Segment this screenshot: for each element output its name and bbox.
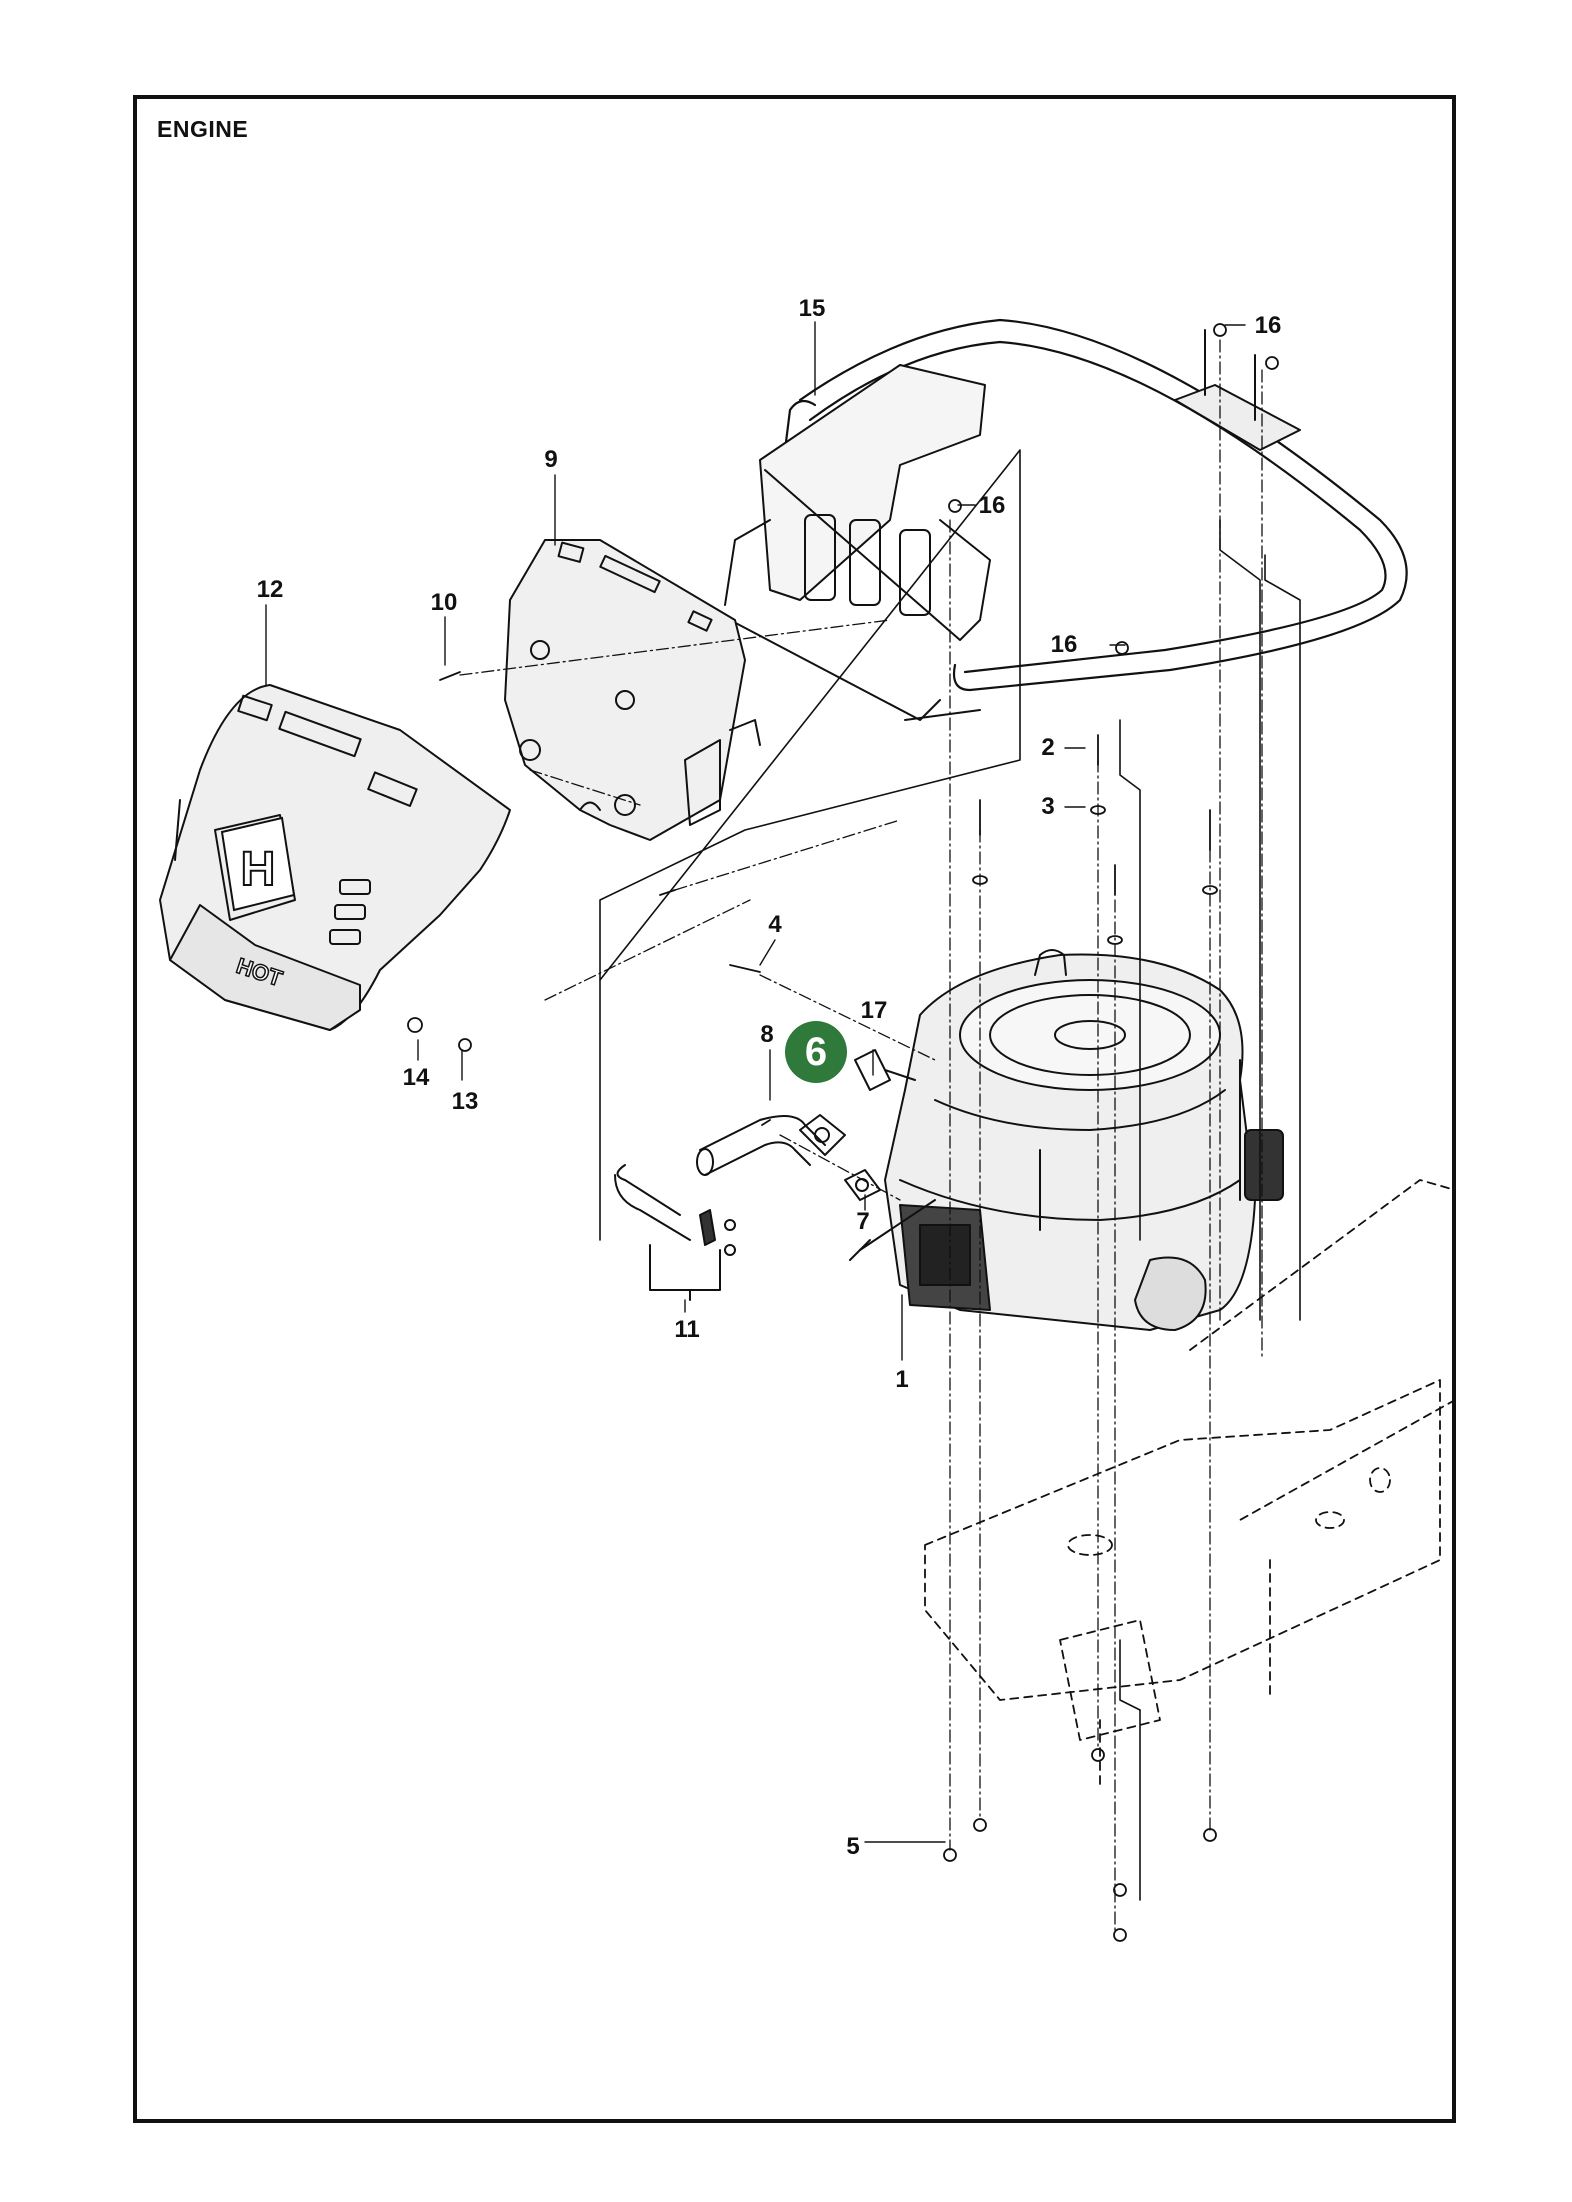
callout-2: 2 [1041,734,1055,761]
callout-16-top: 16 [1254,312,1282,339]
roll-bar [783,318,1408,692]
mount-plate [1174,329,1301,451]
highlighted-part-6: 6 [785,1021,847,1083]
dipstick-tube [696,1049,916,1201]
group-brackets [599,449,1301,1901]
chassis-frame [924,1179,1456,1791]
callout-1: 1 [895,1366,909,1393]
mount-bracket [724,364,991,721]
brand-logo [220,816,296,912]
callout-10: 10 [430,589,458,616]
callout-14: 14 [402,1064,430,1091]
callout-5: 5 [846,1833,860,1860]
engine-body [849,949,1284,1331]
callout-4: 4 [768,911,782,938]
callout-17: 17 [860,997,888,1024]
callout-3: 3 [1041,793,1055,820]
front-hood [159,684,511,1031]
callout-12: 12 [256,576,284,603]
callout-13: 13 [451,1088,479,1115]
callout-16-rollbar: 16 [1050,631,1078,658]
alignment-lines [459,339,1263,1931]
callout-15: 15 [798,295,826,322]
brand-logo-letter: H [241,843,276,896]
diagram-frame [133,95,1456,2123]
callout-9: 9 [544,446,558,473]
page-title: ENGINE [157,116,249,142]
clamp-hooks [614,1164,736,1301]
callout-7: 7 [856,1208,870,1235]
callout-16-bracket: 16 [978,492,1006,519]
leader-lines [265,321,1246,1843]
callout-8: 8 [760,1021,774,1048]
engine-shroud [504,539,761,841]
callout-11: 11 [674,1316,700,1343]
